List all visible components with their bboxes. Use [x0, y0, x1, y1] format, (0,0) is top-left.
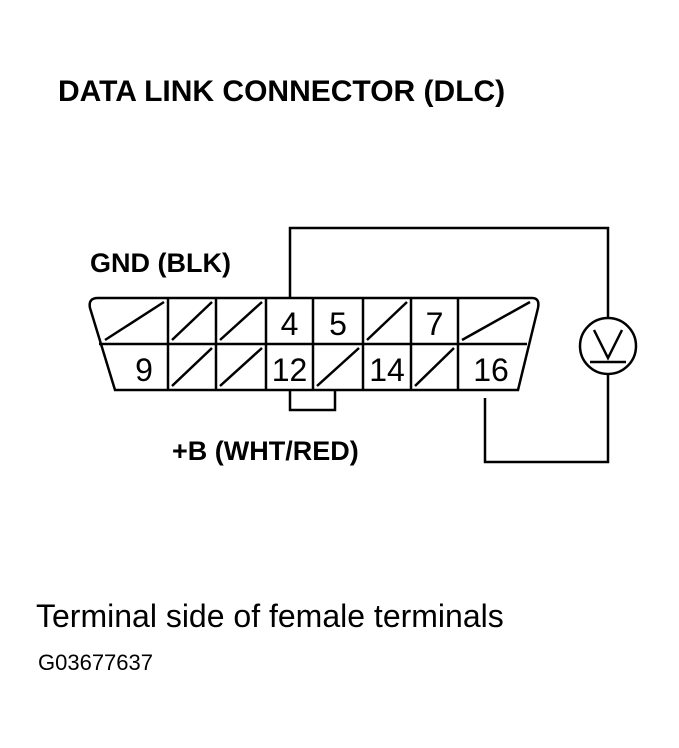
blank-terminal-bottom-2	[171, 347, 213, 387]
blank-terminal-top-8	[461, 300, 531, 342]
pin-9-label: 9	[135, 352, 153, 388]
blank-terminal-top-2	[171, 301, 213, 341]
power-label: +B (WHT/RED)	[172, 436, 359, 466]
blank-terminal-bottom-5	[316, 347, 360, 387]
caption: Terminal side of female terminals	[36, 598, 504, 634]
connector-key-tab	[288, 390, 337, 412]
connector-outline	[88, 296, 540, 392]
power-wire	[483, 374, 610, 464]
pin-14-label: 14	[369, 352, 405, 388]
pin-5-label: 5	[329, 306, 347, 342]
figure-code: G03677637	[38, 650, 153, 675]
pin-12-label: 12	[272, 352, 308, 388]
gnd-label: GND (BLK)	[90, 248, 231, 278]
pin-16-label: 16	[473, 352, 509, 388]
voltmeter-icon: V	[578, 316, 638, 376]
diagram-title: DATA LINK CONNECTOR (DLC)	[58, 75, 505, 108]
voltmeter-symbol: V	[595, 325, 622, 369]
blank-terminal-top-3	[219, 301, 263, 341]
blank-terminal-bottom-3	[219, 347, 263, 387]
pin-4-label: 4	[281, 306, 299, 342]
blank-terminal-top-6	[366, 301, 408, 341]
blank-terminal-bottom-7	[414, 347, 455, 387]
pin-7-label: 7	[426, 306, 444, 342]
gnd-wire	[288, 226, 610, 318]
blank-terminal-top-1	[104, 300, 165, 342]
